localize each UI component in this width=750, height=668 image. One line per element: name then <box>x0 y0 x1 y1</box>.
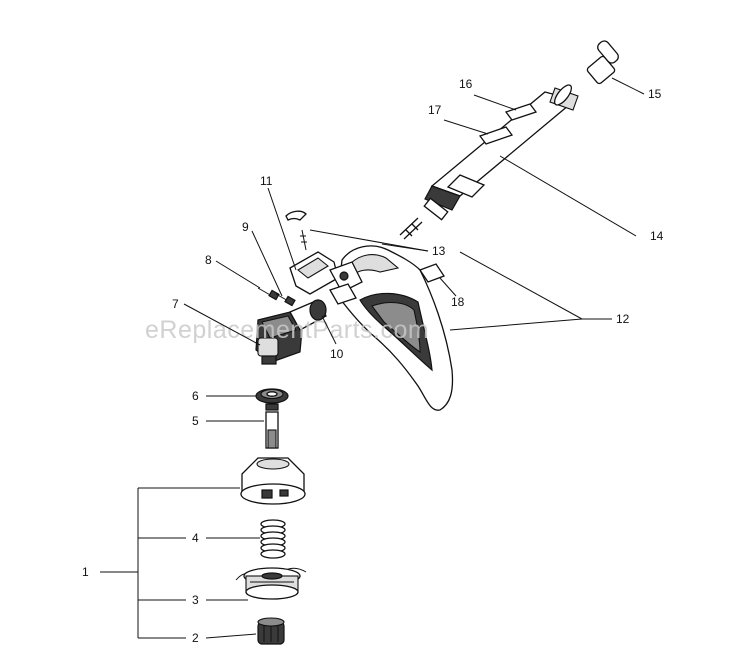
drive-shaft-tube <box>399 84 579 240</box>
callout-2: 2 <box>192 631 199 645</box>
callout-18: 18 <box>451 295 465 309</box>
callout-13: 13 <box>432 244 446 258</box>
callout-numbers: 1 2 3 4 5 6 7 8 9 10 11 12 13 14 15 16 1… <box>82 77 664 645</box>
bump-knob <box>257 617 285 645</box>
shaft-labels <box>478 103 538 145</box>
callout-16: 16 <box>459 77 473 91</box>
arbor-bolt <box>265 411 279 449</box>
spring <box>260 519 286 559</box>
callout-8: 8 <box>205 253 212 267</box>
shield-label <box>419 263 445 283</box>
callout-6: 6 <box>192 389 199 403</box>
gear-head <box>255 299 327 365</box>
shield-bracket <box>285 210 339 295</box>
callout-7: 7 <box>172 297 179 311</box>
watermark-text: eReplacementParts.com <box>145 316 429 344</box>
callout-10: 10 <box>330 347 344 361</box>
callout-3: 3 <box>192 593 199 607</box>
callout-4: 4 <box>192 531 199 545</box>
callout-17: 17 <box>428 103 442 117</box>
callout-9: 9 <box>242 220 249 234</box>
leader-lines <box>100 77 645 639</box>
shaft-coupler <box>586 40 619 85</box>
washer <box>255 388 289 411</box>
trimmer-housing <box>240 457 306 505</box>
screws <box>257 287 296 307</box>
callout-12: 12 <box>616 312 630 326</box>
callout-11: 11 <box>260 174 273 188</box>
callout-1: 1 <box>82 565 89 579</box>
callout-14: 14 <box>650 229 664 243</box>
debris-shield <box>329 245 454 411</box>
spool <box>235 567 307 600</box>
callout-5: 5 <box>192 414 199 428</box>
callout-15: 15 <box>648 87 662 101</box>
